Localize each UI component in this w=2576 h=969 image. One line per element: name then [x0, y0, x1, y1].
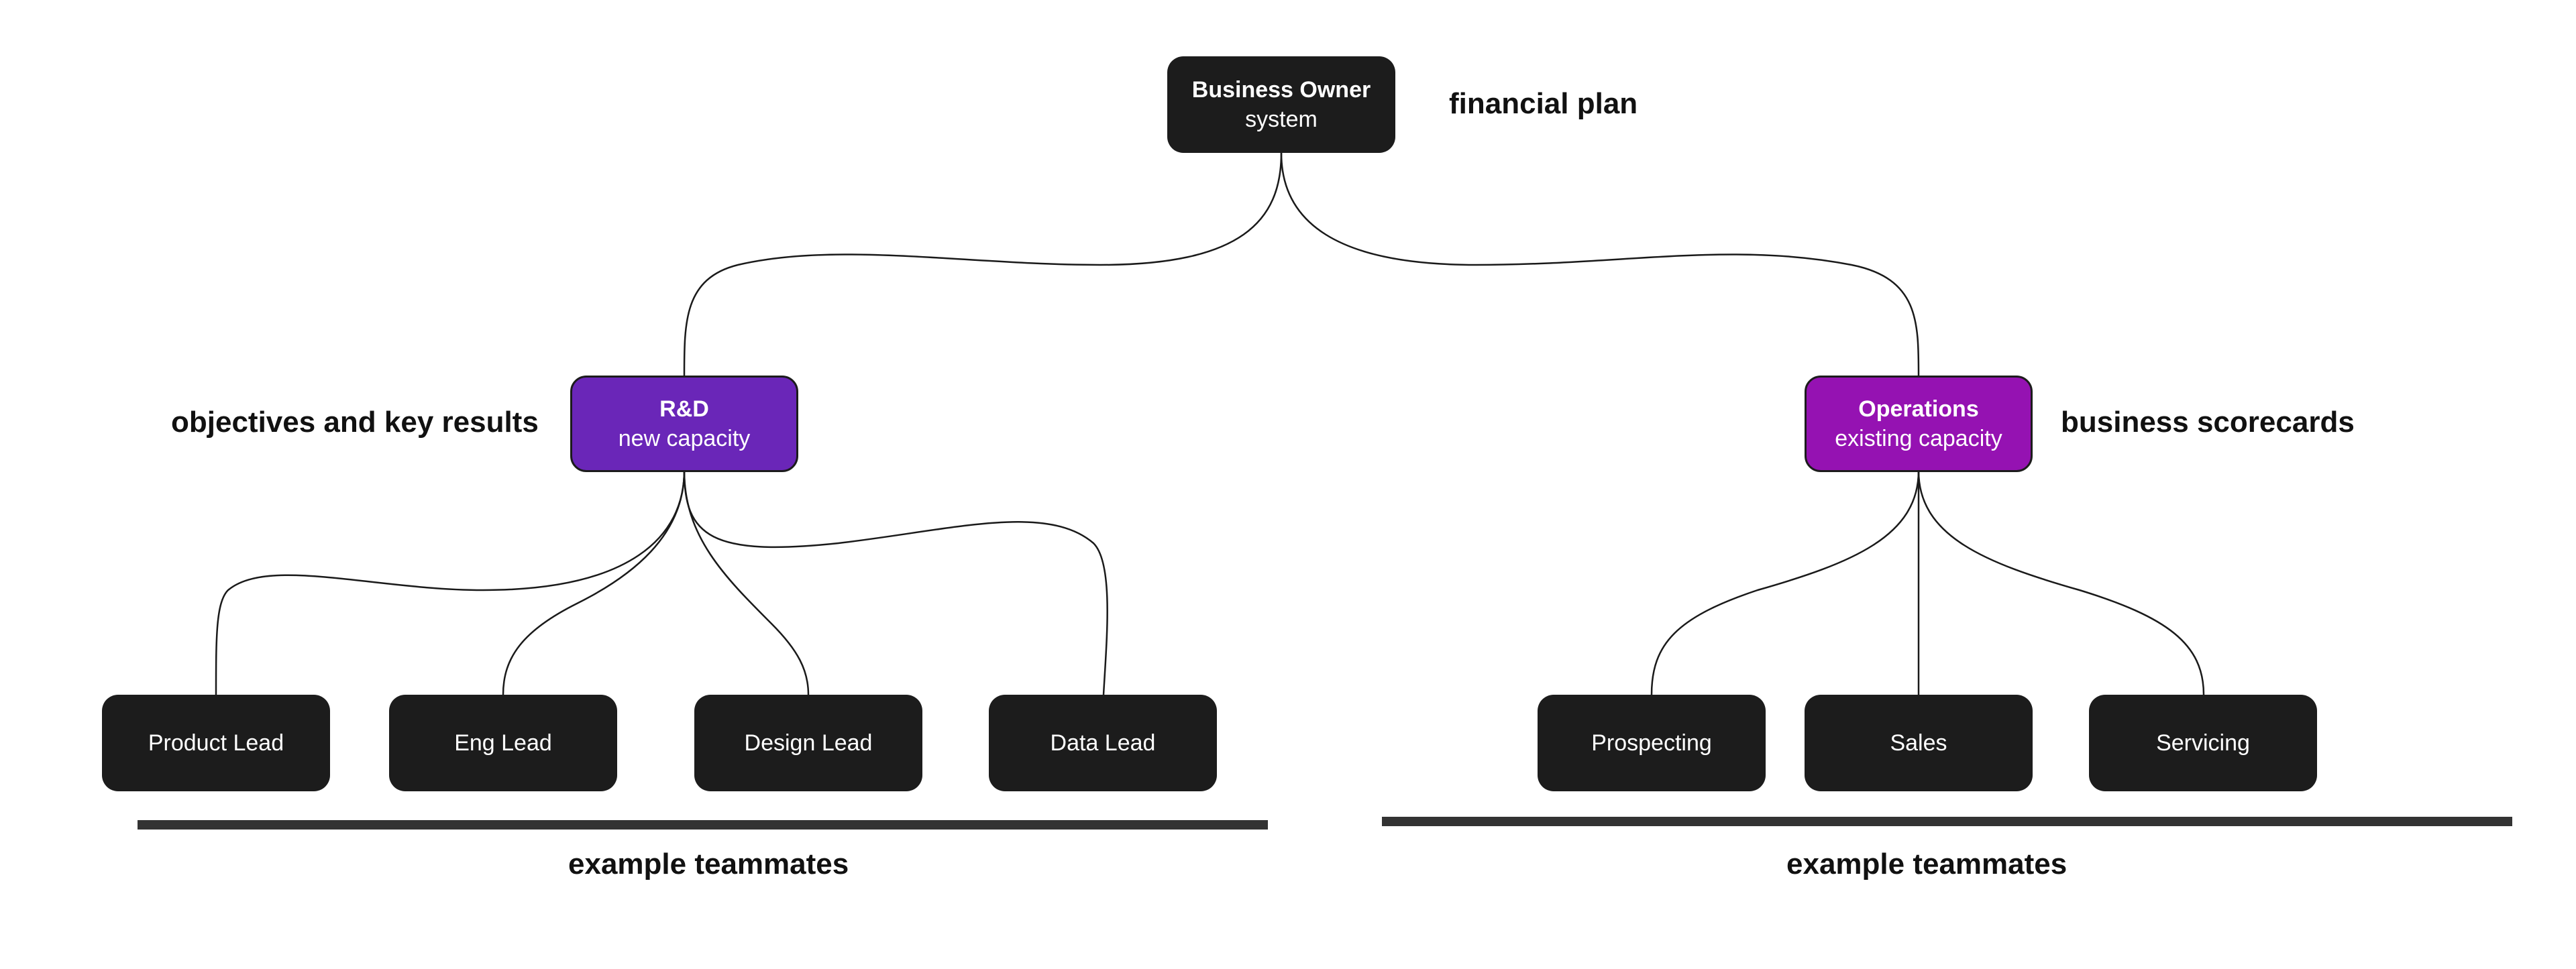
annotation-objectives: objectives and key results — [171, 406, 539, 439]
group-divider-rnd — [138, 820, 1268, 830]
node-data-lead[interactable]: Data Lead — [989, 695, 1217, 791]
node-rnd[interactable]: R&D new capacity — [570, 376, 798, 472]
node-business-owner[interactable]: Business Owner system — [1167, 56, 1395, 153]
node-title: R&D — [659, 396, 709, 422]
node-title: Operations — [1858, 396, 1979, 422]
connector-root-ops — [1280, 152, 1920, 376]
node-label: Prospecting — [1591, 730, 1712, 756]
annotation-business-scorecards: business scorecards — [2061, 406, 2355, 439]
node-label: Servicing — [2156, 730, 2250, 756]
node-operations[interactable]: Operations existing capacity — [1805, 376, 2033, 472]
node-eng-lead[interactable]: Eng Lead — [389, 695, 617, 791]
footer-example-teammates-rnd: example teammates — [568, 848, 849, 880]
node-title: Business Owner — [1191, 77, 1371, 103]
connector-ops-servicing — [1917, 470, 2205, 695]
connector-ops-prospecting — [1650, 470, 1920, 695]
connector-rnd-product — [215, 470, 686, 695]
connector-rnd-design — [683, 470, 810, 695]
connector-rnd-data — [683, 470, 1108, 695]
node-sales[interactable]: Sales — [1805, 695, 2033, 791]
node-subtitle: system — [1245, 107, 1318, 132]
node-design-lead[interactable]: Design Lead — [694, 695, 922, 791]
node-label: Sales — [1890, 730, 1947, 756]
node-subtitle: existing capacity — [1835, 426, 2002, 451]
connector-root-rnd — [683, 152, 1283, 376]
node-subtitle: new capacity — [618, 426, 751, 451]
node-label: Product Lead — [148, 730, 284, 756]
node-label: Eng Lead — [454, 730, 552, 756]
connector-rnd-eng — [502, 470, 686, 695]
footer-example-teammates-ops: example teammates — [1786, 848, 2068, 880]
node-product-lead[interactable]: Product Lead — [102, 695, 330, 791]
annotation-financial-plan: financial plan — [1449, 87, 1638, 120]
node-servicing[interactable]: Servicing — [2089, 695, 2317, 791]
node-prospecting[interactable]: Prospecting — [1538, 695, 1766, 791]
node-label: Data Lead — [1050, 730, 1156, 756]
group-divider-ops — [1382, 817, 2512, 826]
node-label: Design Lead — [744, 730, 873, 756]
